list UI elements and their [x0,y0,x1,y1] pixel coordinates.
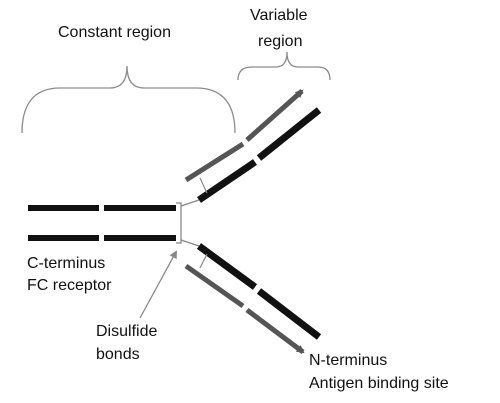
c-terminus-label-line2: FC receptor [27,277,112,294]
light-chain-upper-arm-constant [184,141,245,183]
variable-region-label-line1: Variable [250,7,308,24]
heavy-chain-upper-arm-variable [256,107,322,161]
n-terminus-label-line2: Antigen binding site [309,375,449,392]
disulfide-bonds-label-line2: bonds [96,346,140,363]
light-chain-lower-arm-variable [245,308,305,354]
heavy-chain-lower-arm-variable [256,288,322,340]
variable-region-bracket [237,51,331,81]
lower-arm-interchain-link [199,253,208,269]
upper-arm-interchain-link [199,177,208,194]
light-chain-lower-arm-constant [184,263,245,309]
hinge-upper-connector [180,199,200,207]
variable-region-label-line2: region [258,33,302,50]
constant-region-bracket [21,65,236,134]
disulfide-hinge [176,202,182,244]
constant-region-label: Constant region [58,24,171,41]
light-chain-upper-arm-variable [245,89,304,142]
n-terminus-label-line1: N-terminus [309,352,387,369]
heavy-chain-upper-arm-constant [197,159,257,203]
disulfide-pointer-arrow [139,250,177,319]
disulfide-bonds-label-line1: Disulfide [96,323,157,340]
hinge-lower-connector [180,239,200,247]
c-terminus-label-line1: C-terminus [27,255,105,272]
heavy-chain-lower-arm-constant [196,243,258,290]
